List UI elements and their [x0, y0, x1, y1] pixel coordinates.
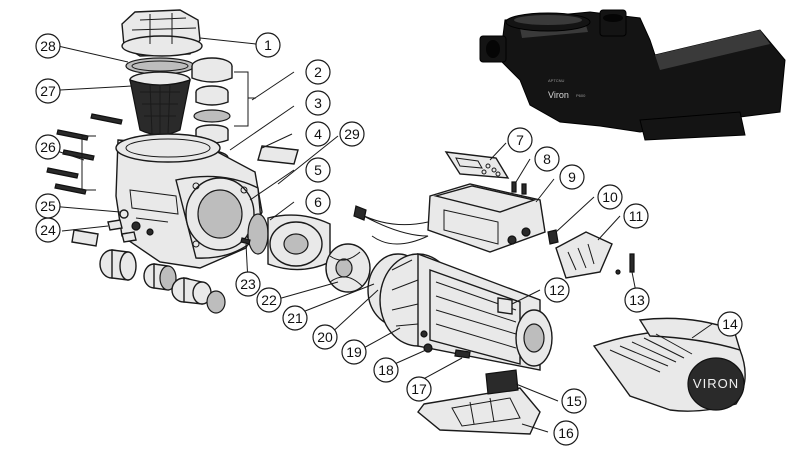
small-screw — [240, 237, 251, 245]
callout-9: 9 — [559, 164, 585, 190]
motor-bolt — [454, 349, 471, 359]
callout-26: 26 — [35, 134, 61, 160]
motor-base — [417, 387, 541, 435]
svg-text:22: 22 — [261, 292, 277, 308]
callout-12: 12 — [544, 277, 570, 303]
svg-text:29: 29 — [344, 126, 360, 142]
callout-29: 29 — [339, 121, 365, 147]
svg-text:6: 6 — [314, 194, 322, 210]
callout-15: 15 — [561, 388, 587, 414]
svg-text:23: 23 — [240, 276, 256, 292]
inlet-unions — [99, 249, 226, 314]
svg-text:13: 13 — [629, 292, 645, 308]
svg-text:10: 10 — [602, 189, 618, 205]
callout-3: 3 — [305, 90, 331, 116]
callout-23: 23 — [235, 271, 261, 297]
mounting-clip — [485, 369, 519, 395]
callout-25: 25 — [35, 193, 61, 219]
callout-28: 28 — [35, 33, 61, 59]
diffuser — [247, 213, 331, 271]
callout-7: 7 — [507, 127, 533, 153]
callout-10: 10 — [597, 184, 623, 210]
keypad-screw — [511, 181, 517, 193]
svg-text:25: 25 — [40, 198, 56, 214]
svg-text:16: 16 — [558, 425, 574, 441]
drain-plugs — [71, 209, 154, 247]
svg-text:5: 5 — [314, 162, 322, 178]
outer-cover: VIRON — [592, 317, 746, 412]
svg-text:11: 11 — [629, 208, 644, 224]
callout-14: 14 — [717, 311, 743, 337]
svg-text:26: 26 — [40, 139, 56, 155]
cover-screw — [629, 253, 635, 273]
callout-20: 20 — [312, 324, 338, 350]
callout-24: 24 — [35, 217, 61, 243]
callout-4: 4 — [305, 121, 331, 147]
fan-cover — [555, 231, 613, 279]
callout-16: 16 — [553, 420, 579, 446]
svg-text:8: 8 — [543, 151, 551, 167]
svg-text:12: 12 — [549, 282, 565, 298]
cover-brand-logo: VIRON — [693, 376, 739, 391]
photo-model-suffix: P600 — [576, 93, 586, 98]
svg-text:20: 20 — [317, 329, 333, 345]
motor — [379, 252, 553, 371]
svg-text:17: 17 — [411, 381, 427, 397]
variable-speed-drive — [353, 183, 546, 253]
leader-lines — [49, 37, 713, 433]
callout-18: 18 — [373, 357, 399, 383]
callout-13: 13 — [624, 287, 650, 313]
callout-5: 5 — [305, 157, 331, 183]
keypad-overlay — [444, 151, 510, 179]
callout-17: 17 — [406, 376, 432, 402]
callout-2: 2 — [305, 59, 331, 85]
drive-gasket — [547, 229, 559, 245]
svg-text:27: 27 — [40, 83, 56, 99]
housing-bolts — [46, 113, 123, 195]
svg-text:3: 3 — [314, 95, 322, 111]
svg-text:28: 28 — [40, 38, 56, 54]
callout-group: 1 2 3 4 5 6 7 8 9 10 11 12 13 14 15 16 1… — [35, 32, 743, 446]
svg-text:4: 4 — [314, 126, 322, 142]
callout-6: 6 — [305, 189, 331, 215]
svg-text:1: 1 — [264, 37, 272, 53]
callout-22: 22 — [256, 287, 282, 313]
callout-21: 21 — [282, 305, 308, 331]
svg-text:2: 2 — [314, 64, 322, 80]
pump-housing — [115, 133, 263, 269]
svg-text:19: 19 — [346, 344, 362, 360]
svg-text:15: 15 — [566, 393, 582, 409]
svg-text:24: 24 — [40, 222, 56, 238]
callout-11: 11 — [623, 203, 649, 229]
label-plate — [257, 145, 299, 165]
callout-27: 27 — [35, 78, 61, 104]
product-photo: APTCNU Viron P600 — [479, 9, 786, 141]
svg-text:21: 21 — [287, 310, 303, 326]
photo-model-name: Viron — [548, 90, 569, 100]
svg-text:9: 9 — [568, 169, 576, 185]
callout-1: 1 — [255, 32, 281, 58]
svg-text:14: 14 — [722, 316, 738, 332]
strainer-basket — [129, 71, 191, 136]
svg-text:18: 18 — [378, 362, 394, 378]
callout-19: 19 — [341, 339, 367, 365]
impeller — [325, 243, 371, 293]
callout-8: 8 — [534, 146, 560, 172]
svg-text:7: 7 — [516, 132, 524, 148]
photo-brand-small: APTCNU — [548, 78, 565, 83]
strainer-lid — [121, 9, 203, 57]
